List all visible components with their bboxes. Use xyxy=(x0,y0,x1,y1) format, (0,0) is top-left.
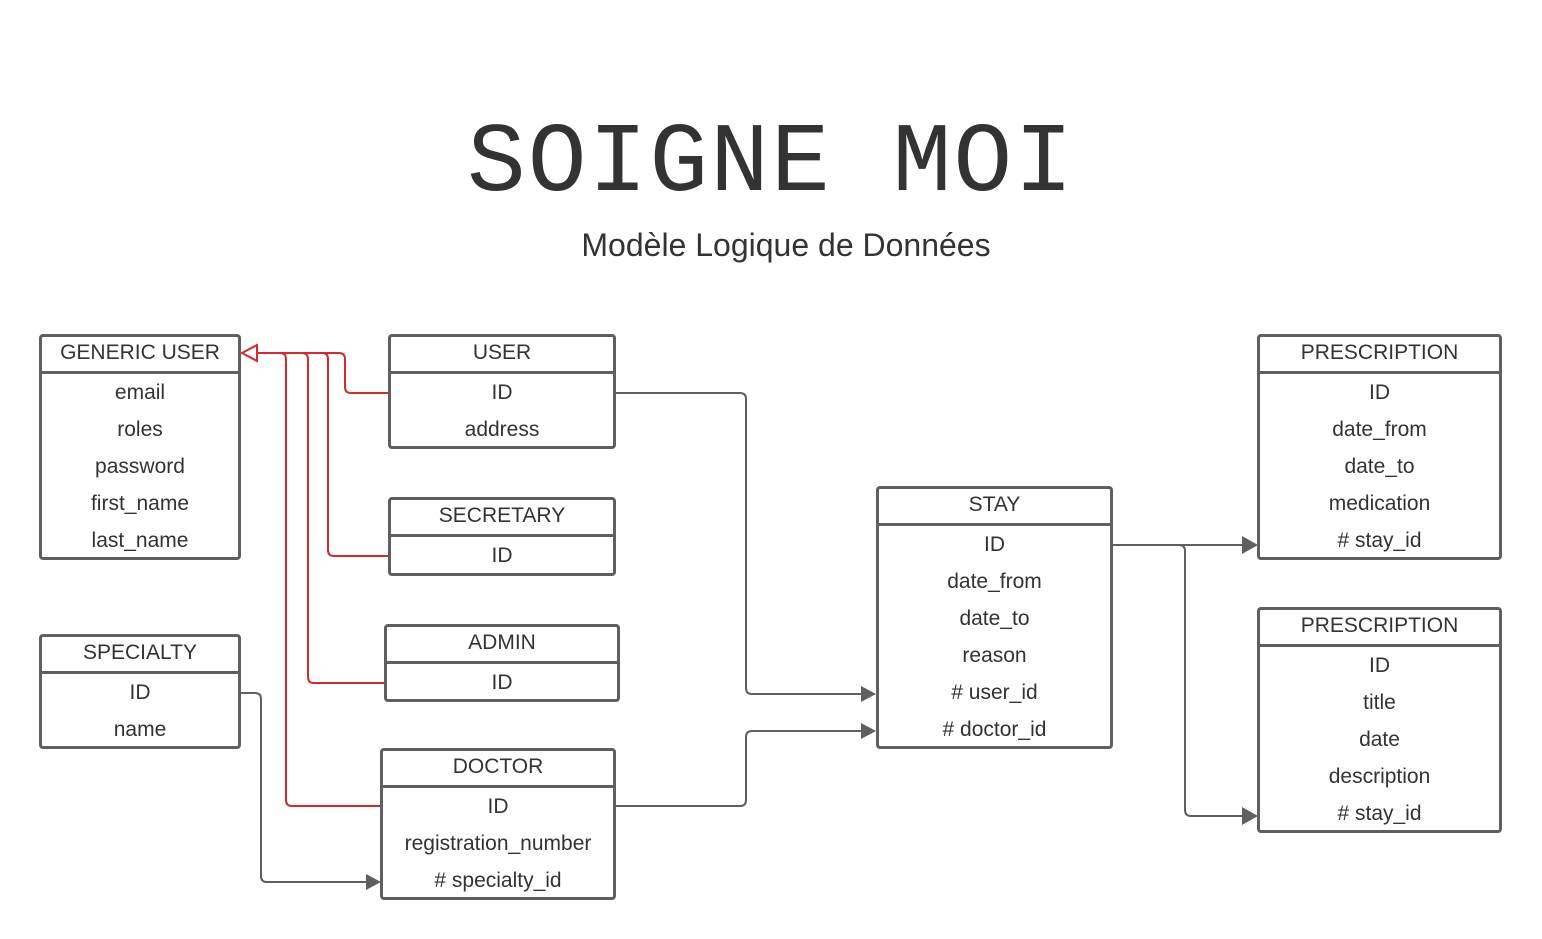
diagram-subtitle: Modèle Logique de Données xyxy=(581,227,991,263)
entity-admin[interactable]: ADMIN ID xyxy=(384,624,620,702)
field-id: ID xyxy=(491,671,513,694)
entity-header: SECRETARY xyxy=(391,500,613,537)
field-specialty-id: # specialty_id xyxy=(434,869,562,892)
link-doctor-stay xyxy=(615,730,862,807)
entity-header: DOCTOR xyxy=(383,751,613,788)
arrowhead-doctor-specialty xyxy=(366,874,381,890)
field-date-to: date_to xyxy=(959,607,1030,630)
field-id: ID xyxy=(491,381,513,404)
inheritance-arrowhead xyxy=(239,343,258,363)
entity-doctor[interactable]: DOCTOR ID registration_number # specialt… xyxy=(380,748,616,900)
entity-secretary[interactable]: SECRETARY ID xyxy=(388,497,616,576)
arrowhead-prescription-2 xyxy=(1242,807,1258,825)
field-last-name: last_name xyxy=(91,529,189,552)
field-id: ID xyxy=(1369,654,1390,677)
field-password: password xyxy=(95,455,185,478)
field-email: email xyxy=(114,381,166,404)
entity-stay[interactable]: STAY ID date_from date_to reason # user_… xyxy=(876,486,1113,749)
field-address: address xyxy=(464,418,540,441)
field-date-to: date_to xyxy=(1344,455,1415,478)
entity-header: SPECIALTY xyxy=(42,637,238,674)
field-registration-number: registration_number xyxy=(404,832,592,855)
field-id: ID xyxy=(984,533,1005,556)
field-title: title xyxy=(1363,691,1396,714)
link-stay-prescription-2 xyxy=(1112,544,1243,817)
arrowhead-stay-doctor xyxy=(861,723,876,739)
field-id: ID xyxy=(491,544,513,567)
field-medication: medication xyxy=(1328,492,1431,515)
inherit-link-admin xyxy=(256,352,385,684)
diagram-title: SOIGNE MOI xyxy=(466,109,1076,220)
entity-header: ADMIN xyxy=(387,627,617,664)
entity-prescription-2[interactable]: PRESCRIPTION ID title date description #… xyxy=(1257,607,1502,833)
field-date-from: date_from xyxy=(1332,418,1427,441)
field-id: ID xyxy=(129,681,151,704)
field-date-from: date_from xyxy=(947,570,1042,593)
entity-header: GENERIC USER xyxy=(42,337,238,374)
link-specialty-doctor xyxy=(240,692,366,883)
entity-header: PRESCRIPTION xyxy=(1260,337,1499,374)
entity-header: PRESCRIPTION xyxy=(1260,610,1499,647)
field-stay-id: # stay_id xyxy=(1337,529,1422,552)
entity-user[interactable]: USER ID address xyxy=(388,334,616,449)
entity-header: STAY xyxy=(879,489,1110,526)
arrowhead-prescription-1 xyxy=(1242,536,1258,554)
field-name: name xyxy=(113,718,167,741)
field-doctor-id: # doctor_id xyxy=(942,718,1047,741)
entity-prescription-1[interactable]: PRESCRIPTION ID date_from date_to medica… xyxy=(1257,334,1502,560)
field-date: date xyxy=(1359,728,1400,751)
arrowhead-stay-user xyxy=(861,686,876,702)
entity-generic-user[interactable]: GENERIC USER email roles password first_… xyxy=(39,334,241,560)
field-id: ID xyxy=(487,795,509,818)
field-first-name: first_name xyxy=(90,492,190,515)
field-reason: reason xyxy=(962,644,1027,667)
inherit-link-doctor xyxy=(256,352,381,807)
inherit-link-user xyxy=(256,352,389,394)
field-stay-id: # stay_id xyxy=(1337,802,1422,825)
inherit-link-secretary xyxy=(256,352,389,557)
field-id: ID xyxy=(1369,381,1390,404)
field-user-id: # user_id xyxy=(951,681,1038,704)
entity-specialty[interactable]: SPECIALTY ID name xyxy=(39,634,241,749)
link-user-stay xyxy=(615,392,862,695)
entity-header: USER xyxy=(391,337,613,374)
field-roles: roles xyxy=(117,418,163,441)
field-description: description xyxy=(1328,765,1431,788)
